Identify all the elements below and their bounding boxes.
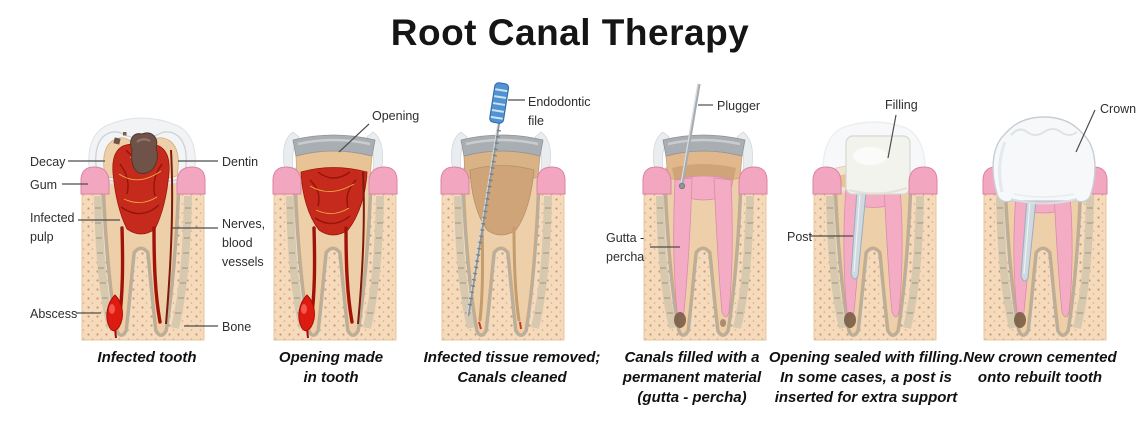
- label-post: Post: [787, 230, 813, 244]
- label-abscess: Abscess: [30, 307, 78, 321]
- post-graphic: [850, 189, 867, 280]
- label-dentin: Dentin: [222, 155, 259, 169]
- filling-graphic: [845, 135, 911, 195]
- tooth-stage-3-illustration: [440, 82, 566, 341]
- stage-caption-1: Infected tooth: [97, 349, 197, 366]
- gutta-percha-filling: [673, 175, 734, 318]
- post-graphic: [1020, 197, 1037, 282]
- decay-spot: [113, 132, 158, 175]
- label-gum: Gum: [30, 178, 58, 192]
- label-decay: Decay: [30, 155, 66, 169]
- tooth-stage-5-illustration: [812, 121, 938, 341]
- stage-caption-2: Opening made in tooth: [278, 349, 384, 386]
- stage-caption-3: Infected tissue removed; Canals cleaned: [423, 349, 601, 386]
- label-infected-pulp: Infected pulp: [30, 211, 75, 244]
- label-bone: Bone: [222, 320, 252, 334]
- tooth-stage-6-illustration: [982, 116, 1108, 341]
- crown-graphic: [992, 116, 1096, 205]
- tooth-stage-4-illustration: [642, 83, 768, 341]
- page-title: Root Canal Therapy: [390, 12, 750, 53]
- tooth-stage-2-illustration: [272, 131, 398, 341]
- stage-caption-6: New crown cemented onto rebuilt tooth: [963, 349, 1117, 386]
- label-crown: Crown: [1100, 102, 1137, 116]
- tooth-stage-1-illustration: [80, 117, 206, 341]
- endodontic-file-graphic: [466, 82, 510, 317]
- label-filling: Filling: [885, 98, 918, 112]
- label-gutta-percha: Gutta - percha: [606, 231, 645, 264]
- abscess-graphic: [298, 294, 315, 339]
- label-nerves-vessels: Nerves, blood vessels: [222, 217, 266, 269]
- abscess-graphic: [106, 294, 123, 339]
- plugger-graphic: [678, 83, 701, 190]
- label-opening: Opening: [372, 109, 420, 123]
- label-endodontic-file: Endodontic file: [528, 95, 591, 128]
- stage-caption-4: Canals filled with a permanent material …: [622, 349, 762, 406]
- label-plugger: Plugger: [717, 99, 761, 113]
- stage-caption-5: Opening sealed with filling. In some cas…: [768, 349, 964, 406]
